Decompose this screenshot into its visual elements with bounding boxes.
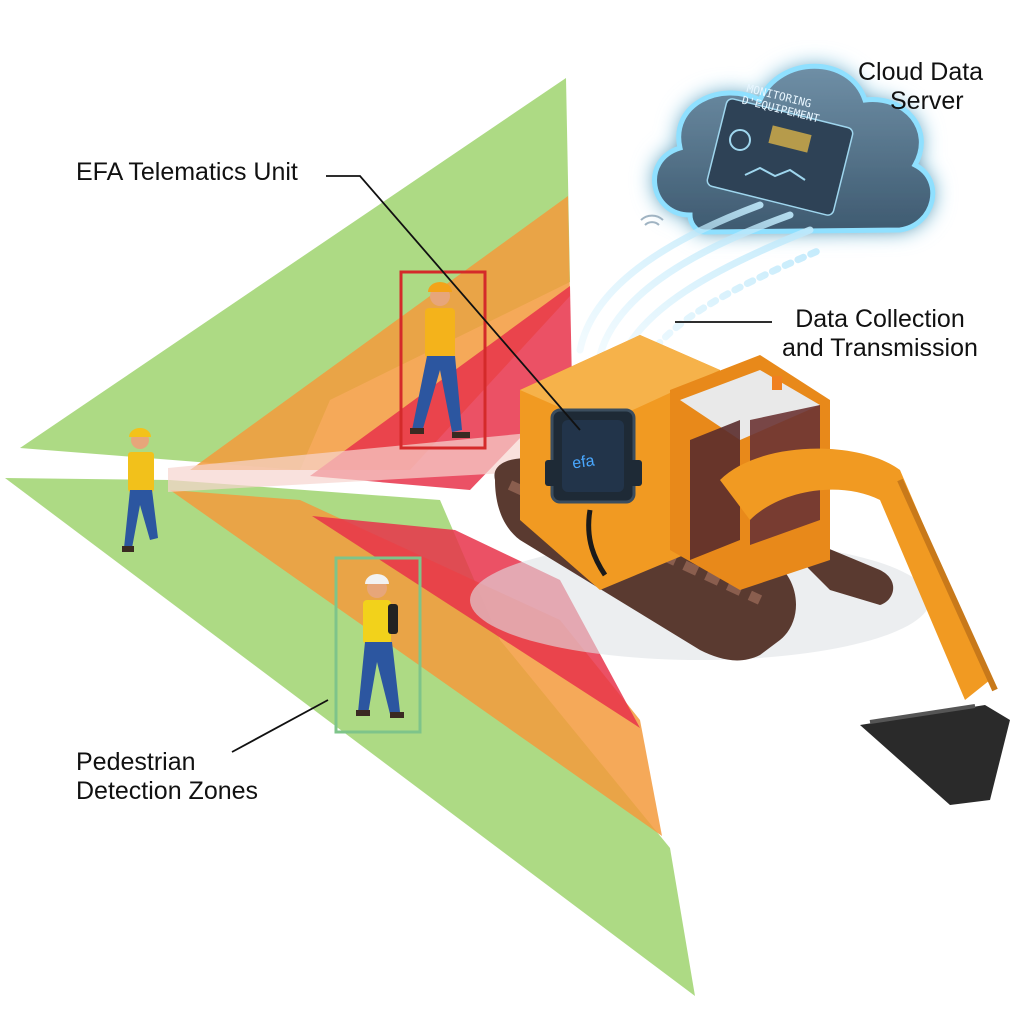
zone-inner-lower bbox=[312, 516, 640, 728]
wifi-icon bbox=[640, 214, 664, 226]
detection-box-green bbox=[334, 556, 422, 734]
excavator-bucket bbox=[860, 705, 1010, 805]
cloud-dashboard bbox=[706, 98, 854, 216]
cloud-label-line2: Server bbox=[890, 87, 964, 115]
leader-line-zones bbox=[231, 699, 329, 753]
telematics-device-icon: efa bbox=[545, 408, 642, 577]
cloud-icon bbox=[652, 63, 936, 235]
leader-line-telematics bbox=[326, 175, 581, 431]
device-logo: efa bbox=[571, 452, 595, 472]
cloud-label-line1: Cloud Data bbox=[858, 58, 984, 86]
callout-lines bbox=[231, 175, 772, 753]
cloud-data-server-label: Cloud Data Server bbox=[858, 58, 983, 116]
telematics-label-text: EFA Telematics Unit bbox=[76, 158, 298, 186]
detection-beam bbox=[168, 430, 560, 492]
worker-icon bbox=[356, 574, 404, 718]
worker-icon bbox=[410, 282, 470, 438]
excavator-boom bbox=[720, 448, 990, 700]
telematics-unit-label: EFA Telematics Unit bbox=[76, 158, 298, 187]
detection-zones-label: Pedestrian Detection Zones bbox=[76, 748, 258, 806]
data-collection-label: Data Collection and Transmission bbox=[782, 305, 978, 363]
worker-icon bbox=[122, 428, 158, 552]
zone-middle-upper bbox=[190, 196, 570, 470]
zone-outer-lower bbox=[5, 478, 695, 996]
zone-outer-upper bbox=[20, 78, 570, 470]
zones-label-line2: Detection Zones bbox=[76, 777, 259, 805]
data-label-line1: Data Collection bbox=[795, 305, 965, 333]
zone-middle-lower bbox=[170, 490, 662, 836]
pedestrian-detection-zones bbox=[5, 78, 695, 996]
data-label-line2: and Transmission bbox=[782, 334, 978, 362]
zones-label-line1: Pedestrian bbox=[76, 748, 196, 776]
